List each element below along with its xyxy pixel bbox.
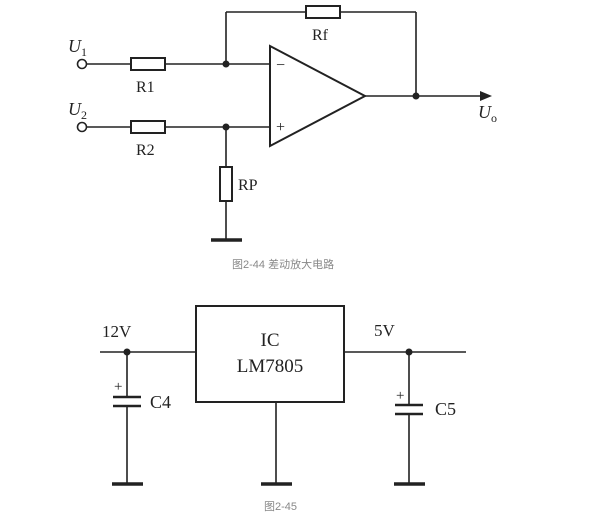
ic-name-label: IC: [261, 330, 280, 351]
r2-label: R2: [136, 142, 155, 159]
output-voltage-label: 5V: [374, 321, 396, 340]
op-amp-noninverting-sign: +: [276, 119, 285, 136]
rp-label: RP: [238, 177, 258, 194]
junction-dot: [222, 60, 230, 68]
figure1-caption: 图2-44 差动放大电路: [232, 257, 334, 271]
u1-label: U1: [68, 36, 87, 59]
input-terminal-u2: [76, 121, 88, 133]
output-label: Uo: [478, 102, 497, 125]
r1-label: R1: [136, 79, 155, 96]
differential-amplifier-diagram: U1 U2 R1 R2 Rf − + Uo: [68, 5, 497, 271]
c5-polarity: +: [396, 388, 404, 404]
c5-label: C5: [435, 399, 456, 419]
op-amp-inverting-sign: −: [276, 57, 285, 74]
figure2-caption: 图2-45: [264, 500, 297, 513]
output-arrow-icon: [480, 91, 492, 101]
input-terminal-u1: [76, 58, 88, 70]
c4-label: C4: [150, 392, 171, 412]
ic-part-label: LM7805: [237, 356, 304, 377]
rf-label: Rf: [312, 27, 329, 44]
u2-label: U2: [68, 99, 87, 122]
regulator-diagram: 12V IC LM7805 5V + C4 + C5 图2-45: [100, 305, 466, 513]
ic-lm7805: [195, 305, 345, 403]
resistor-r2: [130, 120, 166, 134]
input-voltage-label: 12V: [102, 322, 132, 341]
resistor-rf: [305, 5, 341, 19]
resistor-r1: [130, 57, 166, 71]
op-amp: [269, 44, 368, 148]
resistor-rp: [219, 166, 233, 202]
c4-polarity: +: [114, 379, 122, 395]
